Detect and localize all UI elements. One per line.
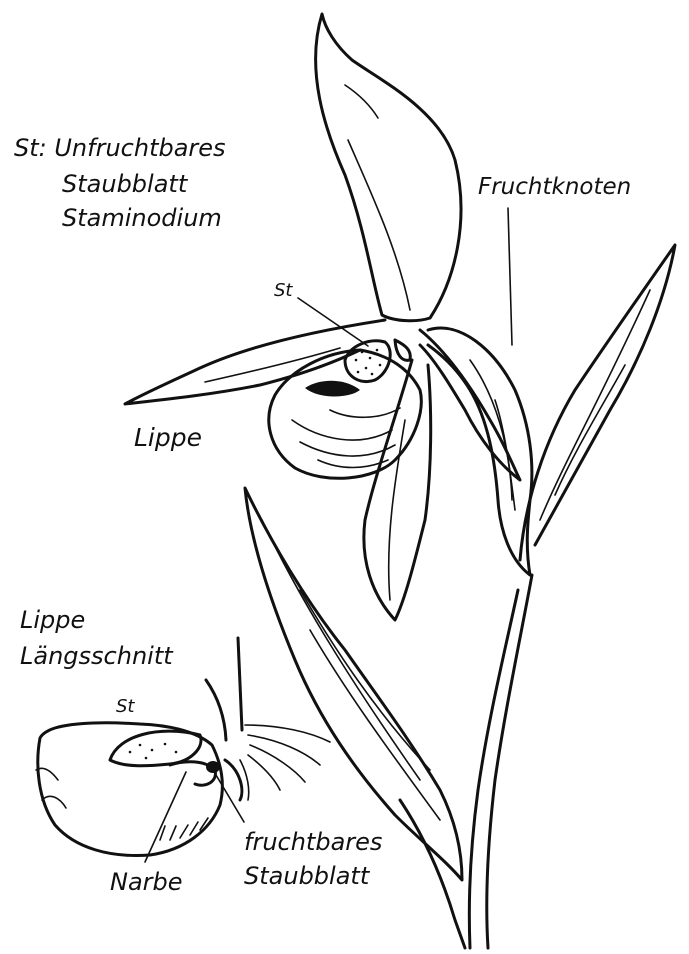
right-petal — [420, 330, 520, 480]
staminodium — [345, 341, 390, 382]
leader-st — [298, 298, 368, 346]
legend-line3: Staminodium — [62, 204, 222, 232]
label-st-main: St — [274, 280, 293, 301]
label-section-line1: Lippe — [20, 606, 85, 634]
lip-section — [38, 723, 223, 856]
label-st-section: St — [116, 696, 135, 717]
ovary — [428, 328, 532, 575]
label-fruchtbares-line2: Staubblatt — [244, 862, 371, 890]
dorsal-sepal — [316, 14, 461, 321]
stem — [469, 590, 518, 948]
label-section-line2: Längsschnitt — [20, 642, 174, 670]
label-narbe: Narbe — [110, 868, 183, 896]
label-fruchtknoten: Fruchtknoten — [478, 174, 631, 200]
lip-opening — [305, 381, 360, 397]
label-fruchtbares-line1: fruchtbares — [244, 828, 382, 856]
lower-leaf — [245, 488, 462, 880]
fertile-anther — [206, 761, 220, 773]
leader-fruchtknoten — [508, 208, 512, 345]
legend-line2: Staubblatt — [62, 170, 189, 198]
leader-narbe — [145, 772, 186, 862]
legend-line1: St: Unfruchtbares — [14, 134, 226, 162]
label-lippe: Lippe — [134, 423, 202, 452]
